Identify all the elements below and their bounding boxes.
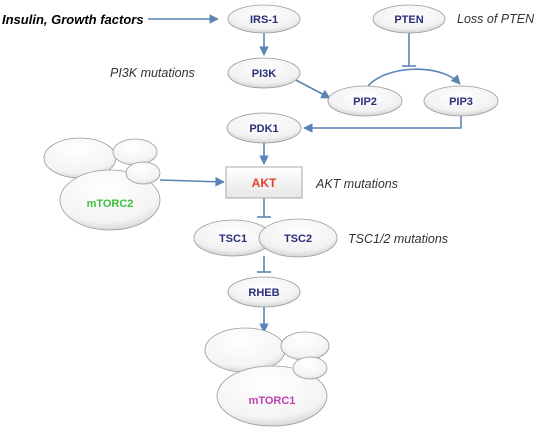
akt-mutations-label: AKT mutations	[315, 177, 398, 191]
node-pdk1-label: PDK1	[249, 123, 278, 135]
node-pip3-label: PIP3	[449, 96, 473, 108]
node-pi3k: PI3K	[227, 57, 301, 89]
edge-pip2-pip3	[367, 68, 461, 87]
edge-pip3-pdk1	[303, 115, 462, 133]
node-pi3k-label: PI3K	[252, 68, 277, 80]
node-rheb-label: RHEB	[248, 287, 279, 299]
node-tsc1-label: TSC1	[219, 233, 247, 245]
node-irs1-label: IRS-1	[250, 14, 278, 26]
node-tsc2: TSC2	[258, 218, 338, 258]
node-akt: AKT	[225, 166, 303, 199]
pten-loss-label: Loss of PTEN	[457, 12, 535, 26]
node-pip2: PIP2	[327, 85, 403, 117]
pi3k-mutations-label: PI3K mutations	[110, 66, 195, 80]
node-irs1: IRS-1	[227, 4, 301, 34]
node-akt-label: AKT	[252, 176, 277, 190]
node-pip2-label: PIP2	[353, 96, 377, 108]
tsc-mutations-label: TSC1/2 mutations	[348, 232, 448, 246]
input-label: Insulin, Growth factors	[2, 12, 144, 27]
node-mtorc2-label: mTORC2	[87, 198, 134, 210]
node-tsc2-label: TSC2	[284, 233, 312, 245]
node-tsc1: TSC1	[193, 219, 273, 257]
node-pten-label: PTEN	[394, 14, 423, 26]
node-rheb: RHEB	[227, 276, 301, 308]
node-pip3: PIP3	[423, 85, 499, 117]
node-mtorc1-label: mTORC1	[249, 395, 296, 407]
node-mtorc1: mTORC1	[204, 327, 330, 427]
node-pten: PTEN	[372, 4, 446, 34]
node-pdk1: PDK1	[226, 112, 302, 144]
edge-pi3k-pip2	[291, 77, 331, 99]
node-mtorc2: mTORC2	[43, 137, 161, 231]
edge-mtorc2-akt	[159, 176, 225, 187]
